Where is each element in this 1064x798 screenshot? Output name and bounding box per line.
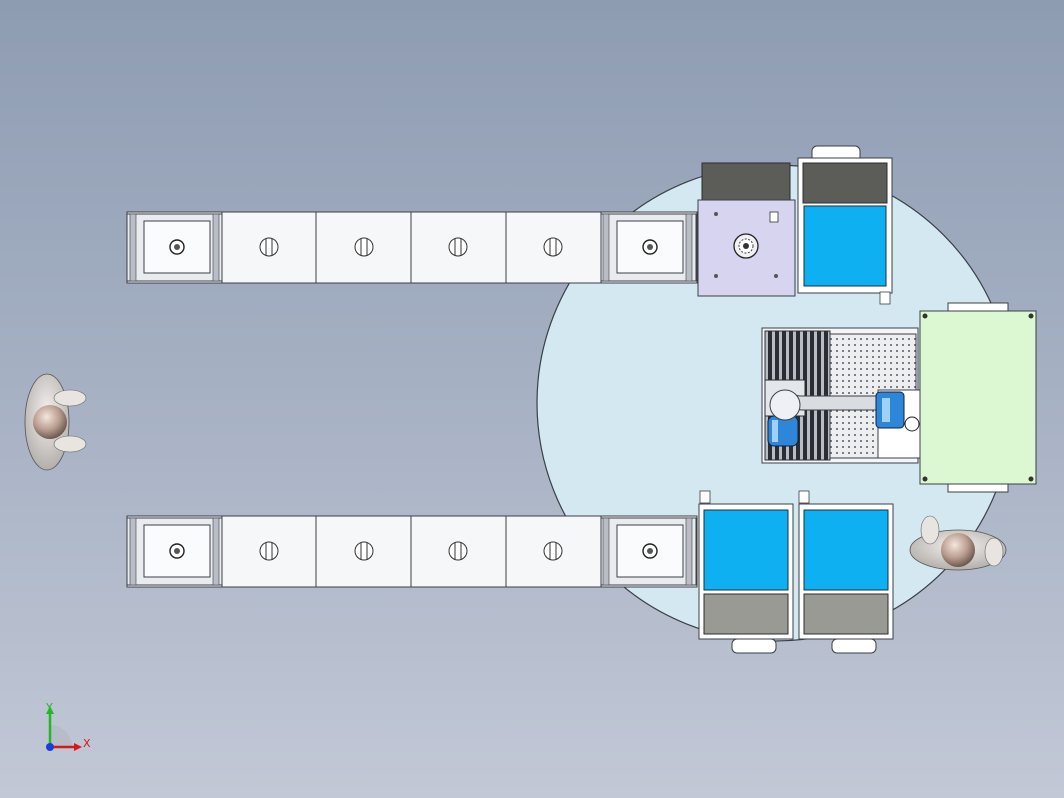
upper-conveyor-segments: [221, 212, 602, 283]
upper-conveyor[interactable]: [126, 211, 698, 284]
upper-conveyor-left-station: [126, 213, 223, 282]
y-axis-label: Y: [45, 701, 53, 714]
x-axis-label: X: [83, 737, 91, 750]
upper-fixture-station[interactable]: [697, 162, 796, 297]
origin-dot: [46, 743, 54, 751]
y-axis-arrow: [46, 706, 54, 714]
upper-conveyor-right-station: [600, 213, 697, 282]
control-cabinet[interactable]: [919, 302, 1037, 493]
x-axis-arrow: [74, 743, 82, 751]
lower-left-blue-tray[interactable]: [698, 490, 794, 654]
lower-right-blue-tray[interactable]: [798, 490, 894, 654]
lower-conveyor-left-station: [126, 517, 223, 586]
lower-conveyor[interactable]: [126, 515, 698, 588]
coordinate-triad: Y X: [45, 701, 91, 751]
operator-right: [909, 515, 1007, 571]
lower-conveyor-segments: [221, 516, 602, 587]
lower-conveyor-right-station: [600, 517, 697, 586]
operator-left: [24, 373, 87, 471]
upper-blue-tray[interactable]: [797, 145, 893, 305]
